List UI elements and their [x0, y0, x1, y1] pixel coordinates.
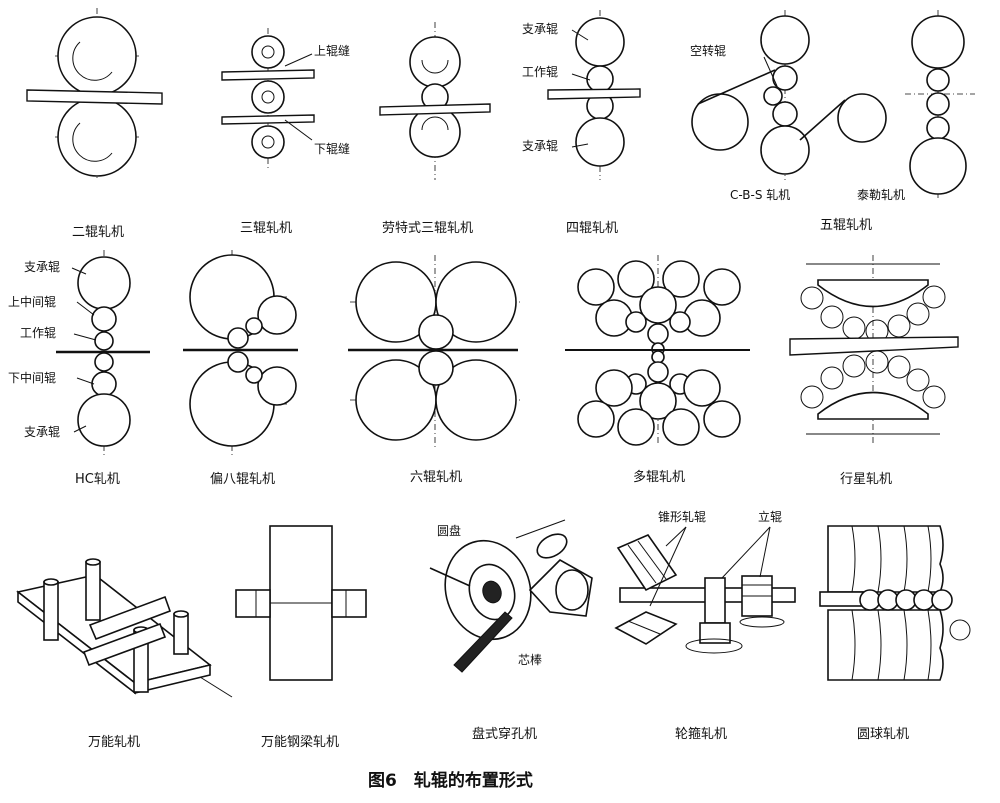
caption-universal-beam: 万能钢梁轧机 [261, 735, 339, 750]
label-vertical-roll: 立辊 [758, 509, 782, 524]
label-upper-gap: 上辊缝 [314, 43, 350, 58]
disc-piercer-diagram [429, 519, 593, 673]
caption-two-high: 二辊轧机 [72, 225, 124, 240]
label-work-roll: 工作辊 [522, 65, 558, 79]
caption-lauth: 劳特式三辊轧机 [382, 220, 473, 236]
offset-eight-high-mill-diagram [183, 250, 298, 455]
two-high-mill-diagram [26, 8, 163, 178]
caption-wheel-rim: 轮箍轧机 [675, 726, 727, 742]
cluster-mill-diagram [565, 255, 750, 446]
universal-mill-diagram [16, 558, 233, 698]
figure-title: 图6 轧辊的布置形式 [368, 770, 533, 791]
caption-hc: HC轧机 [75, 472, 120, 487]
planetary-mill-diagram [789, 255, 959, 445]
caption-disc-piercer: 盘式穿孔机 [472, 726, 537, 742]
label-backup-roll-top: 支承辊 [522, 22, 558, 36]
cbs-mill-diagram [691, 10, 887, 180]
label-mandrel: 芯棒 [518, 653, 542, 667]
four-high-mill-diagram [547, 10, 641, 180]
wheel-rim-mill-diagram [614, 526, 796, 654]
caption-offset-eight: 偏八辊轧机 [210, 472, 275, 487]
caption-cluster: 多辊轧机 [633, 469, 685, 485]
label-hc-work: 工作辊 [20, 326, 56, 340]
hc-mill-diagram [56, 250, 150, 455]
taylor-mill-diagram [905, 10, 975, 200]
caption-four-high: 四辊轧机 [566, 221, 618, 236]
caption-five-high: 五辊轧机 [820, 218, 872, 233]
caption-three-high: 三辊轧机 [240, 221, 292, 236]
label-idle-roll: 空转辊 [690, 43, 726, 58]
label-disc: 圆盘 [437, 523, 461, 538]
label-sendzimir-mill: 泰勒轧机 [857, 188, 905, 202]
six-high-mill-diagram [348, 255, 520, 448]
label-hc-backup-bottom: 支承辊 [24, 425, 60, 439]
caption-six-high: 六辊轧机 [410, 470, 462, 485]
caption-planetary: 行星轧机 [840, 472, 892, 487]
universal-beam-mill-diagram [235, 525, 367, 681]
label-hc-lower-intermediate: 下中间辊 [8, 370, 56, 385]
label-cone-roll: 锥形轧辊 [658, 510, 706, 524]
label-hc-upper-intermediate: 上中间辊 [8, 294, 56, 309]
three-high-mill-diagram [221, 28, 315, 170]
label-backup-roll-bottom: 支承辊 [522, 139, 558, 153]
label-hc-backup-top: 支承辊 [24, 260, 60, 274]
label-cbs-mill: C-B-S 轧机 [730, 188, 790, 202]
caption-ball: 圆球轧机 [857, 727, 909, 742]
lauth-three-high-mill-diagram [379, 22, 491, 180]
caption-universal: 万能轧机 [88, 735, 140, 750]
ball-rolling-mill-diagram [819, 525, 971, 681]
label-lower-gap: 下辊缝 [314, 141, 350, 156]
